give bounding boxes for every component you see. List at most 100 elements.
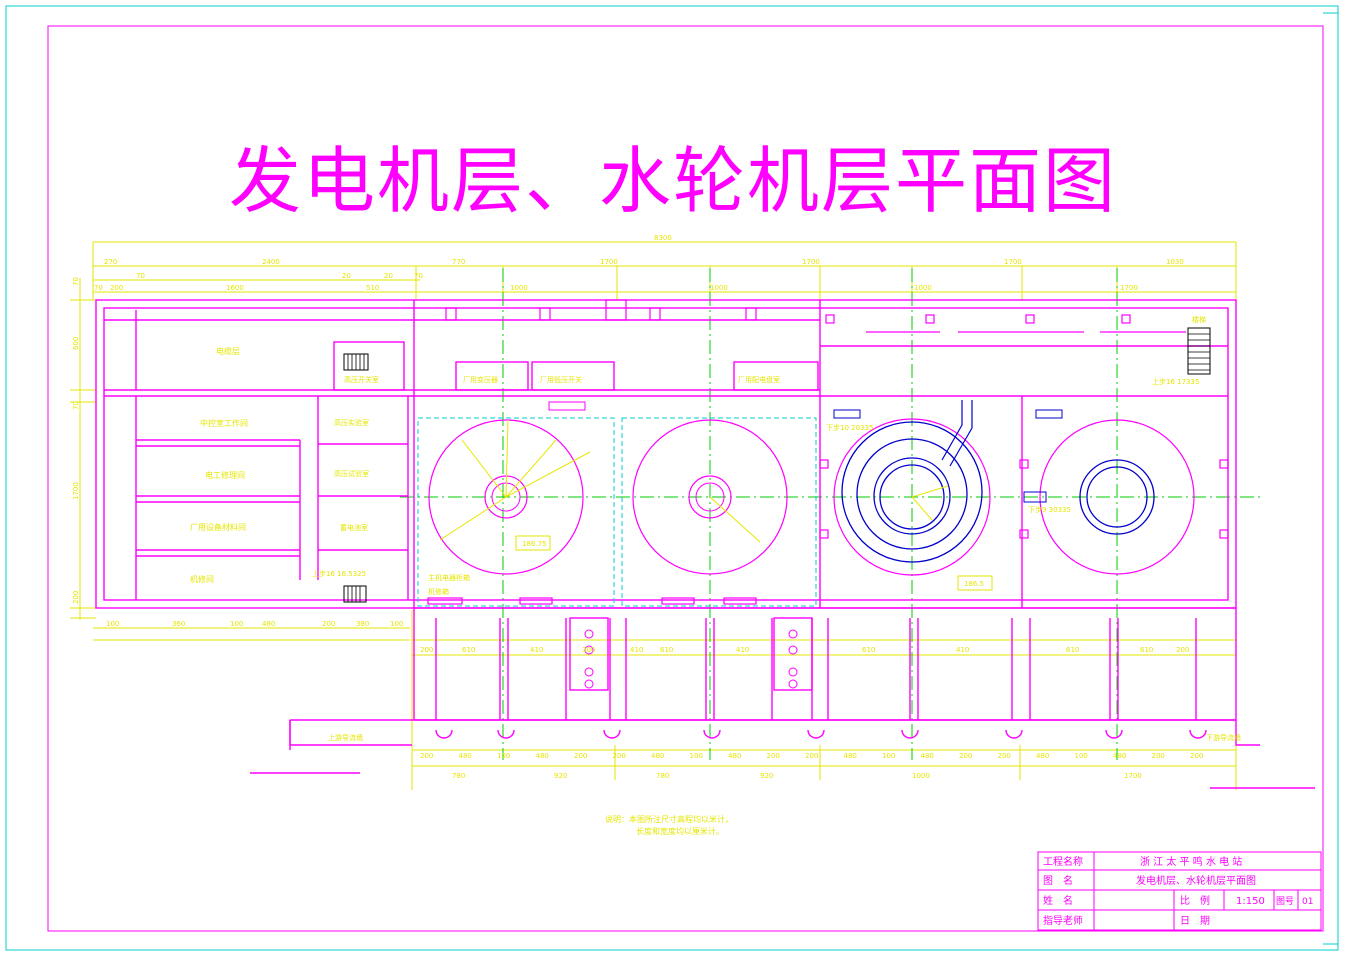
dim-third-6: 1000 bbox=[914, 284, 932, 292]
dim-left-0: 70 bbox=[72, 277, 80, 286]
label-machine-room: 机修间 bbox=[190, 574, 214, 584]
dim-lower-6: 410 bbox=[736, 646, 749, 654]
stairs-group bbox=[343, 327, 1211, 603]
label-hv-test: 高压试验室 bbox=[334, 469, 369, 478]
tb-scale-value: 1:150 bbox=[1236, 896, 1265, 907]
radial-dims bbox=[439, 419, 993, 591]
dim-third-4: 1000 bbox=[510, 284, 528, 292]
unit-bays bbox=[417, 417, 817, 607]
dim-bottom-20: 200 bbox=[1190, 752, 1203, 760]
elevation-label-a: 186.75 bbox=[522, 540, 547, 548]
dim-bottom-10: 200 bbox=[805, 752, 818, 760]
outer-frame bbox=[5, 5, 1339, 951]
dim-bottom-total-1: 920 bbox=[554, 772, 567, 780]
dim-bottom-14: 200 bbox=[959, 752, 972, 760]
dim-top-4: 1700 bbox=[802, 258, 820, 266]
label-distribution-panel: 厂用配电盘室 bbox=[738, 375, 780, 384]
dim-third-7: 1700 bbox=[1120, 284, 1138, 292]
dimension-lines bbox=[70, 241, 1237, 790]
dim-bottom-left-0: 100 bbox=[106, 620, 119, 628]
label-spare-room: 厂用设备材料间 bbox=[190, 522, 246, 532]
label-transformer: 厂用变压器 bbox=[463, 375, 498, 384]
dim-bottom-18: 480 bbox=[1113, 752, 1126, 760]
dim-bottom-4: 200 bbox=[574, 752, 587, 760]
dim-third-2: 1600 bbox=[226, 284, 244, 292]
inner-frame bbox=[47, 25, 1324, 932]
tb-scale-label: 比 例 bbox=[1180, 894, 1210, 907]
dim-left-3: 1700 bbox=[72, 482, 80, 500]
dim-bottom-left-4: 200 bbox=[322, 620, 335, 628]
dim-bottom-0: 200 bbox=[420, 752, 433, 760]
dim-bottom-left-2: 100 bbox=[230, 620, 243, 628]
dim-top-3: 1700 bbox=[600, 258, 618, 266]
tb-project-label: 工程名称 bbox=[1043, 855, 1083, 868]
dim-lower-8: 410 bbox=[956, 646, 969, 654]
label-stair-down-b: 下步9 30335 bbox=[1028, 506, 1071, 514]
label-hv-lab: 高压实验室 bbox=[334, 418, 369, 427]
title-block bbox=[1037, 851, 1322, 931]
dim-third-3: 510 bbox=[366, 284, 379, 292]
dim-third-0: 70 bbox=[94, 284, 103, 292]
dim-lower-11: 200 bbox=[1176, 646, 1189, 654]
dim-bottom-8: 480 bbox=[728, 752, 741, 760]
draft-tube-walls bbox=[250, 607, 1315, 789]
tb-date-label: 日 期 bbox=[1180, 915, 1210, 927]
label-battery: 蓄电池室 bbox=[340, 523, 368, 532]
dim-bottom-1: 480 bbox=[459, 752, 472, 760]
dim-bottom-left-3: 480 bbox=[262, 620, 275, 628]
dim-left-4: 200 bbox=[72, 591, 80, 604]
elevation-label-b: 186.5 bbox=[964, 580, 984, 588]
dim-lower-10: 610 bbox=[1140, 646, 1153, 654]
dim-bottom-total-0: 780 bbox=[452, 772, 465, 780]
dim-bottom-total-4: 1000 bbox=[912, 772, 930, 780]
building-walls bbox=[95, 299, 1237, 609]
pump-symbols bbox=[584, 629, 798, 689]
dim-top-2: 770 bbox=[452, 258, 465, 266]
tb-project-value: 浙 江 太 平 鸣 水 电 站 bbox=[1140, 855, 1242, 868]
dim-bottom-left-1: 360 bbox=[172, 620, 185, 628]
overall-dimension: 8300 bbox=[654, 234, 672, 242]
dim-bottom-total-2: 780 bbox=[656, 772, 669, 780]
dim-lower-1: 610 bbox=[462, 646, 475, 654]
tb-name-label: 姓 名 bbox=[1043, 894, 1073, 907]
dim-lower-7: 610 bbox=[862, 646, 875, 654]
dim-bottom-left-5: 380 bbox=[356, 620, 369, 628]
label-stair-right: 楼梯 bbox=[1192, 315, 1206, 324]
dim-bottom-9: 200 bbox=[767, 752, 780, 760]
dim-bottom-13: 480 bbox=[921, 752, 934, 760]
dim-bottom-2: 100 bbox=[497, 752, 510, 760]
label-control-room: 中控室工作间 bbox=[200, 418, 248, 428]
corridor-columns bbox=[427, 299, 1229, 605]
dim-top-1: 2400 bbox=[262, 258, 280, 266]
label-hv-switch: 高压开关室 bbox=[344, 375, 379, 384]
label-main-panel: 主机电器柜箱 bbox=[428, 573, 470, 582]
dim-bottom-7: 100 bbox=[690, 752, 703, 760]
dim-top-0: 270 bbox=[104, 258, 117, 266]
stair-treads bbox=[347, 333, 1210, 602]
note-line-2: 长度和宽度均以厘米计。 bbox=[636, 826, 724, 836]
dim-bottom-11: 480 bbox=[844, 752, 857, 760]
dim-bottom-6: 480 bbox=[651, 752, 664, 760]
label-lv-switch: 厂用低压开关 bbox=[540, 375, 582, 384]
label-downstream-wall: 下游导流墙 bbox=[1206, 733, 1241, 742]
dim-bottom-5: 200 bbox=[613, 752, 626, 760]
dim-left-1: 600 bbox=[72, 337, 80, 350]
dim-bottom-19: 200 bbox=[1152, 752, 1165, 760]
dim-lower-3: 300 bbox=[582, 646, 595, 654]
tb-drawing-name-label: 图 名 bbox=[1043, 874, 1073, 887]
dim-third-5: 1000 bbox=[710, 284, 728, 292]
dim-third-1: 200 bbox=[110, 284, 123, 292]
dim-bottom-3: 480 bbox=[536, 752, 549, 760]
dim-top-5: 1700 bbox=[1004, 258, 1022, 266]
dim-left-2: 70 bbox=[72, 401, 80, 410]
outlet-arches bbox=[435, 729, 1207, 739]
axis-lines bbox=[400, 268, 1260, 760]
tb-sheet-value: 01 bbox=[1302, 897, 1313, 907]
dim-bottom-12: 100 bbox=[882, 752, 895, 760]
label-upstream-wall: 上游导流墙 bbox=[328, 733, 363, 742]
label-stair-up-right: 上步16 17335 bbox=[1152, 377, 1199, 386]
dim-bottom-17: 100 bbox=[1075, 752, 1088, 760]
dim-lower-0: 200 bbox=[420, 646, 433, 654]
